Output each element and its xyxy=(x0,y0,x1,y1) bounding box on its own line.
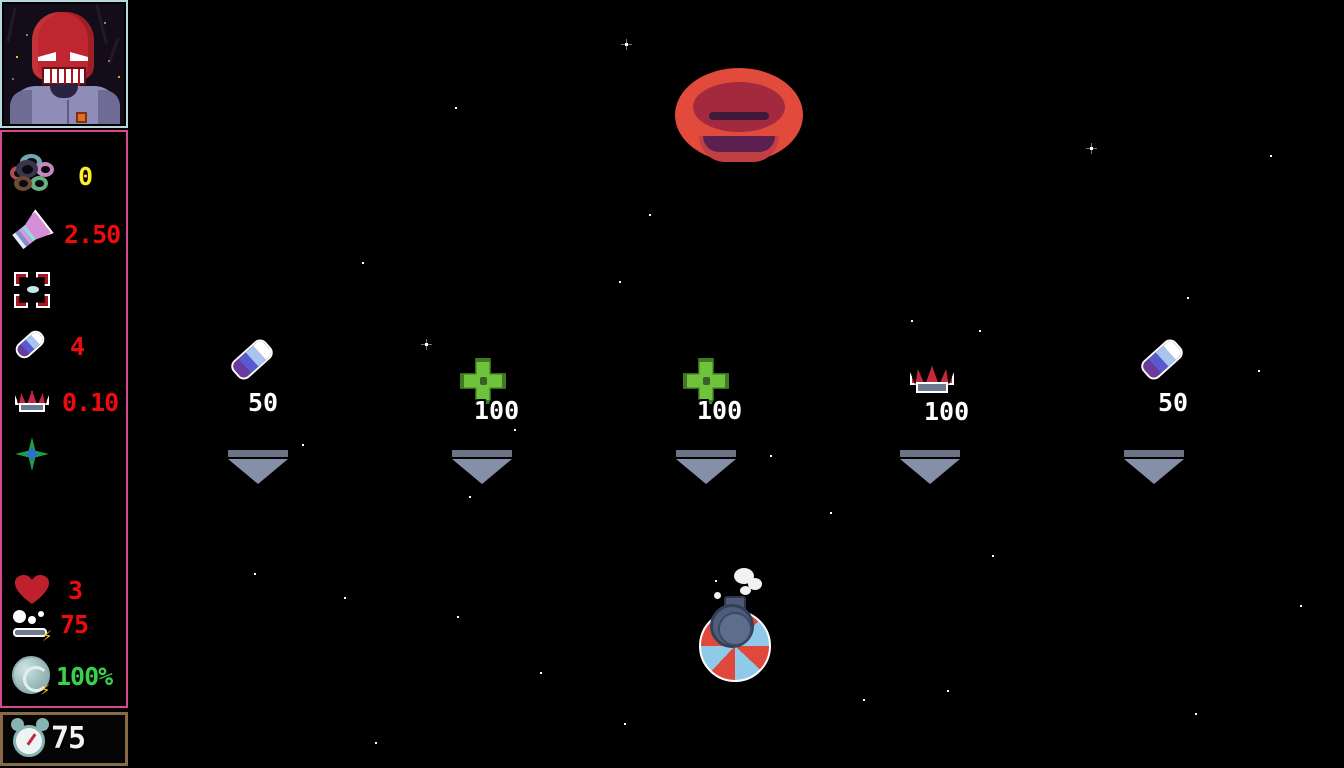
star xyxy=(375,742,377,744)
star xyxy=(469,496,471,498)
drop-item[interactable]: 100 xyxy=(683,358,742,423)
lightning-bolt-icon: ⚡ xyxy=(40,680,51,700)
vital-shield-value: 100% xyxy=(56,661,113,691)
stat-capsule-value: 4 xyxy=(70,331,85,361)
hud-sidebar: 0 2.50 xyxy=(0,0,130,768)
drop-item-label: 100 xyxy=(697,396,743,425)
megaphone-icon xyxy=(8,210,56,258)
smoke-puff xyxy=(740,586,751,595)
drop-landing-marker xyxy=(676,450,736,484)
star xyxy=(1300,605,1302,607)
vital-bubbles-value: 75 xyxy=(60,609,89,639)
green-cross-icon xyxy=(460,358,506,404)
star xyxy=(979,330,981,332)
star xyxy=(1270,155,1272,157)
star xyxy=(947,690,949,692)
star xyxy=(514,429,516,431)
star xyxy=(254,573,256,575)
drop-item-label: 100 xyxy=(474,396,520,425)
stat-megaphone: 2.50 xyxy=(8,210,121,258)
capsule-icon xyxy=(8,322,56,370)
star xyxy=(1195,713,1197,715)
mouth-portal xyxy=(675,68,803,162)
stat-gems-value: 0 xyxy=(78,161,93,191)
lightning-bolt-icon: ⚡ xyxy=(42,626,53,646)
star xyxy=(421,339,432,350)
capsule-icon xyxy=(1137,336,1187,383)
green-cross-icon xyxy=(683,358,729,404)
star xyxy=(1086,143,1097,154)
star xyxy=(1258,370,1260,372)
player-stats-panel: 0 2.50 xyxy=(0,130,128,708)
alarm-clock-icon xyxy=(7,715,55,763)
stat-megaphone-value: 2.50 xyxy=(64,219,121,249)
vital-health-value: 3 xyxy=(68,575,83,605)
gems-icon xyxy=(8,152,56,200)
star xyxy=(770,455,772,457)
star xyxy=(621,39,632,50)
vital-bubbles: ⚡ 75 xyxy=(8,600,89,648)
drop-landing-marker xyxy=(228,450,288,484)
timer-panel: 75 xyxy=(0,712,128,766)
drop-landing-marker xyxy=(900,450,960,484)
star xyxy=(302,444,304,446)
heart-icon xyxy=(8,566,56,614)
drop-item[interactable]: 50 xyxy=(1137,336,1188,415)
drop-item[interactable]: 100 xyxy=(910,365,969,424)
boss-collar xyxy=(50,84,78,98)
crown-flame-icon xyxy=(910,365,954,393)
star xyxy=(540,672,542,674)
star xyxy=(715,580,717,582)
star xyxy=(455,107,457,109)
stat-crown: 0.10 xyxy=(8,378,119,426)
orb-shield-icon: ⚡ xyxy=(8,652,56,700)
star xyxy=(1187,297,1189,299)
drop-item-label: 50 xyxy=(1158,388,1189,417)
star xyxy=(863,699,865,701)
enemy-boss-portrait xyxy=(0,0,128,128)
player-bomb[interactable] xyxy=(696,568,774,682)
stat-crown-value: 0.10 xyxy=(62,387,119,417)
drop-landing-marker xyxy=(1124,450,1184,484)
portrait-background xyxy=(4,4,124,124)
star xyxy=(344,597,346,599)
stat-gems: 0 xyxy=(8,152,93,200)
vital-shield: ⚡ 100% xyxy=(8,652,113,700)
drop-landing-marker xyxy=(452,450,512,484)
game-playfield[interactable]: 50 100 100 100 50 xyxy=(130,0,1344,768)
star xyxy=(830,512,832,514)
star xyxy=(992,555,994,557)
star xyxy=(649,214,651,216)
boss-suit-seam xyxy=(67,100,69,124)
bubbles-icon: ⚡ xyxy=(8,600,56,648)
stat-star xyxy=(8,430,64,478)
four-point-star-icon xyxy=(8,430,56,478)
timer-value: 75 xyxy=(51,721,86,756)
drop-item-label: 50 xyxy=(248,388,279,417)
star xyxy=(362,262,364,264)
star xyxy=(911,320,913,322)
drop-item-label: 100 xyxy=(924,397,970,426)
smoke-puff xyxy=(748,578,762,590)
expand-arrows-icon xyxy=(8,266,56,314)
vital-health: 3 xyxy=(8,566,83,614)
star xyxy=(619,281,621,283)
drop-item[interactable]: 100 xyxy=(460,358,519,423)
stat-capsule: 4 xyxy=(8,322,85,370)
star xyxy=(457,616,459,618)
drop-item[interactable]: 50 xyxy=(227,336,278,415)
star xyxy=(624,723,626,725)
crown-flame-icon xyxy=(8,378,56,426)
stat-expand xyxy=(8,266,64,314)
smoke-puff xyxy=(714,592,721,599)
boss-badge xyxy=(76,112,87,123)
boss-teeth xyxy=(42,67,86,87)
capsule-icon xyxy=(227,336,277,383)
